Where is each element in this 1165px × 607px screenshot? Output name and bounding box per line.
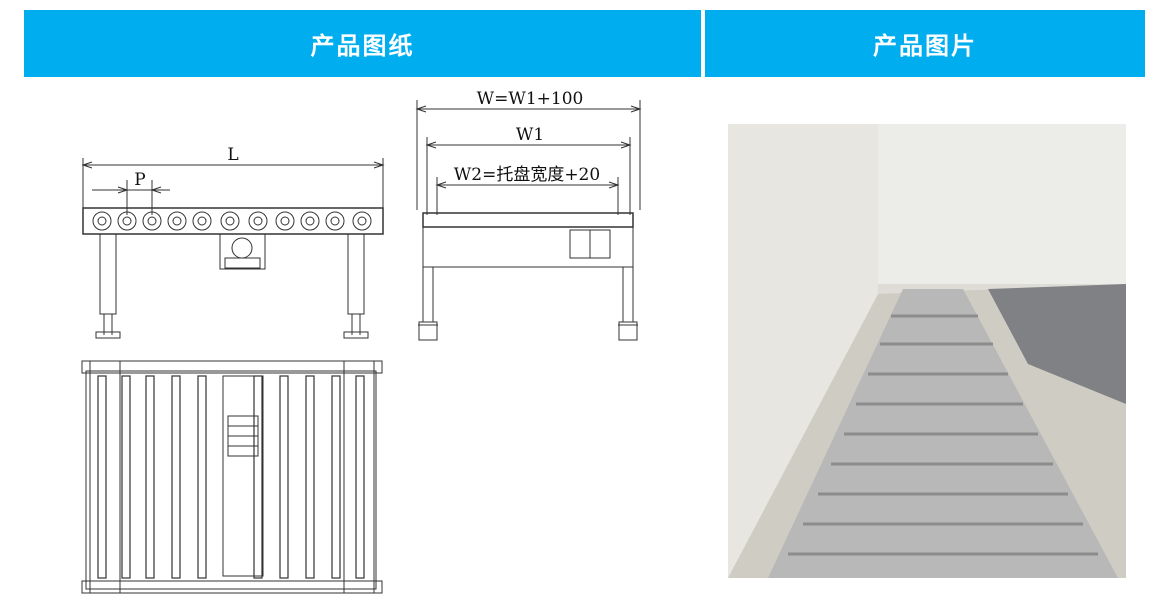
top-view-drawing (81, 360, 383, 594)
total-width-label: W=W1+100 (477, 89, 584, 109)
w2-label: W2=托盘宽度+20 (454, 165, 600, 185)
pitch-label: P (134, 170, 145, 190)
photo-header-title: 产品图片 (873, 32, 977, 60)
side-view-drawing: W=W1+100 W1 W2=托盘宽度+20 (415, 89, 642, 341)
w1-label: W1 (516, 125, 544, 145)
front-view-drawing: L P (81, 145, 385, 339)
drawing-header: 产品图纸 (24, 10, 701, 77)
product-photo (728, 124, 1126, 578)
length-label: L (227, 145, 238, 165)
drawing-header-title: 产品图纸 (310, 32, 415, 60)
photo-header: 产品图片 (705, 10, 1145, 77)
